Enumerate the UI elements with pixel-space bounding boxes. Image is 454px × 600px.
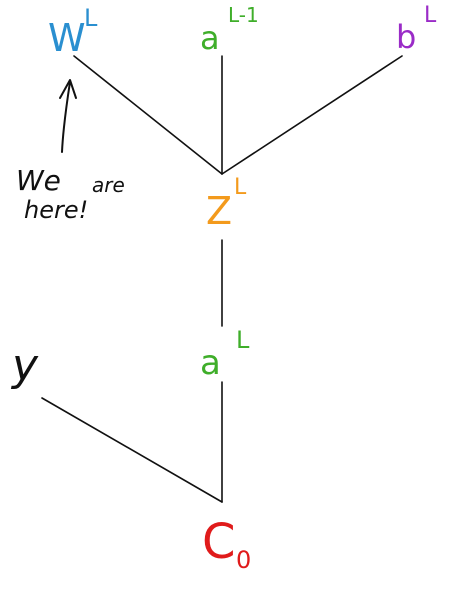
node-b-base: b bbox=[396, 18, 416, 56]
node-b: b L bbox=[396, 3, 437, 56]
annotation: We are here! bbox=[16, 164, 125, 224]
node-w: W L bbox=[48, 4, 98, 60]
node-a-prev-sup: L-1 bbox=[228, 3, 259, 27]
edge-y-to-cost bbox=[41, 397, 223, 503]
arrow-shaft bbox=[61, 81, 71, 153]
node-z-sup: L bbox=[234, 175, 247, 200]
node-cost-sub: 0 bbox=[236, 546, 251, 574]
edges bbox=[41, 55, 403, 503]
edge-b-to-z bbox=[221, 55, 403, 175]
node-a-base: a bbox=[200, 343, 221, 383]
node-b-sup: L bbox=[424, 3, 437, 28]
annotation-here: here! bbox=[24, 196, 88, 224]
pointer-arrow bbox=[59, 79, 77, 153]
node-y: y bbox=[10, 340, 39, 391]
node-a: a L bbox=[200, 326, 250, 383]
node-z: Z L bbox=[206, 175, 247, 233]
annotation-we: We bbox=[16, 164, 61, 197]
annotation-are: are bbox=[92, 173, 125, 197]
edge-w-to-z bbox=[73, 55, 223, 175]
node-cost-base: C bbox=[202, 514, 236, 570]
node-w-sup: L bbox=[84, 4, 98, 32]
node-cost: C 0 bbox=[202, 514, 251, 574]
node-a-sup: L bbox=[236, 326, 250, 354]
arrow-head bbox=[59, 79, 77, 99]
node-w-base: W bbox=[48, 16, 86, 60]
node-y-base: y bbox=[10, 340, 39, 391]
node-a-prev-base: a bbox=[200, 19, 220, 57]
node-z-base: Z bbox=[206, 189, 232, 233]
node-a-prev: a L-1 bbox=[200, 3, 259, 57]
